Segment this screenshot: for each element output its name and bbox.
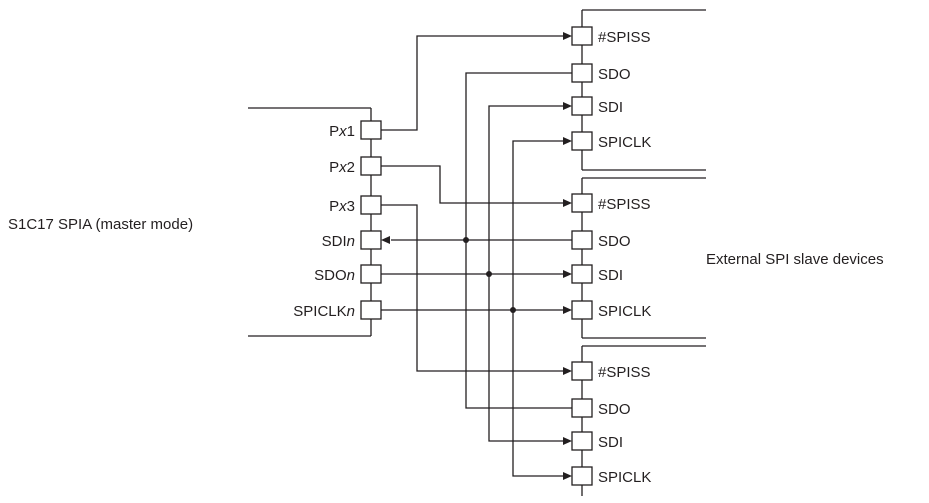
master-title: S1C17 SPIA (master mode) (8, 216, 193, 233)
slave-1-pin-box-spiclk (571, 131, 593, 151)
master-pins: Px1 Px2 Px3 SDIn SDOn SPICLKn (293, 120, 382, 320)
slave-3-pin-box-spiclk (571, 466, 593, 486)
wire-px2-to-spiss-2 (381, 165, 566, 204)
slave-3-pin-box-sdo (571, 398, 593, 418)
wire-px3-to-spiss-3 (381, 204, 566, 372)
slave-3-pin-box-sdi (571, 431, 593, 451)
arrow-spiclk-1 (563, 137, 572, 145)
master-pin-box-sdin (360, 230, 382, 250)
slave-1-label-spiclk: SPICLK (598, 134, 651, 151)
wire-px1-to-spiss-1 (381, 35, 566, 131)
master-pin-label-spiclkn: SPICLKn (293, 303, 355, 320)
slave-3-label-spiss: #SPISS (598, 364, 651, 381)
arrow-sdi-3 (563, 437, 572, 445)
junction-dot-sdo (463, 237, 469, 243)
slave-1-label-sdo: SDO (598, 66, 631, 83)
master-device-outline (248, 107, 372, 337)
slaves-title: External SPI slave devices (706, 251, 884, 268)
arrow-spiclk-3 (563, 472, 572, 480)
master-pin-box-px3 (360, 195, 382, 215)
slave-2-pin-box-sdo (571, 230, 593, 250)
slave-2-pins: #SPISS SDO SDI SPICLK (571, 193, 651, 320)
arrow-spiss-1 (563, 32, 572, 40)
slave-3-pins: #SPISS SDO SDI SPICLK (571, 361, 651, 486)
slave-3-label-sdo: SDO (598, 401, 631, 418)
master-pin-label-px1: Px1 (329, 123, 355, 140)
slave-1-label-spiss: #SPISS (598, 29, 651, 46)
arrow-spiclk-2 (563, 306, 572, 314)
arrow-master-sdi (381, 236, 390, 244)
slave-1-pins: #SPISS SDO SDI SPICLK (571, 26, 651, 151)
slave-3-label-spiclk: SPICLK (598, 469, 651, 486)
master-pin-label-sdin: SDIn (322, 233, 355, 250)
slave-2-pin-box-spiclk (571, 300, 593, 320)
slave-1-pin-box-sdo (571, 63, 593, 83)
wire-spiclk-bus (512, 140, 566, 477)
junction-dot-spiclk (510, 307, 516, 313)
arrow-heads (381, 32, 572, 480)
slave-2-pin-box-sdi (571, 264, 593, 284)
arrow-spiss-3 (563, 367, 572, 375)
master-pin-box-px2 (360, 156, 382, 176)
slave-3-label-sdi: SDI (598, 434, 623, 451)
master-pin-box-spiclkn (360, 300, 382, 320)
slave-2-label-spiss: #SPISS (598, 196, 651, 213)
arrow-spiss-2 (563, 199, 572, 207)
slave-2-pin-box-spiss (571, 193, 593, 213)
master-pin-box-px1 (360, 120, 382, 140)
slave-1-pin-box-spiss (571, 26, 593, 46)
slave-1-pin-box-sdi (571, 96, 593, 116)
arrow-sdi-1 (563, 102, 572, 110)
slave-3-pin-box-spiss (571, 361, 593, 381)
slave-2-label-sdi: SDI (598, 267, 623, 284)
master-pin-label-sdon: SDOn (314, 267, 355, 284)
slave-2-label-spiclk: SPICLK (598, 303, 651, 320)
master-pin-label-px3: Px3 (329, 198, 355, 215)
master-pin-label-px2: Px2 (329, 159, 355, 176)
slave-1-label-sdi: SDI (598, 99, 623, 116)
junction-dots (463, 237, 516, 313)
master-pin-box-sdon (360, 264, 382, 284)
signal-wires (381, 35, 572, 477)
slave-2-label-sdo: SDO (598, 233, 631, 250)
arrow-sdi-2 (563, 270, 572, 278)
junction-dot-sdi (486, 271, 492, 277)
